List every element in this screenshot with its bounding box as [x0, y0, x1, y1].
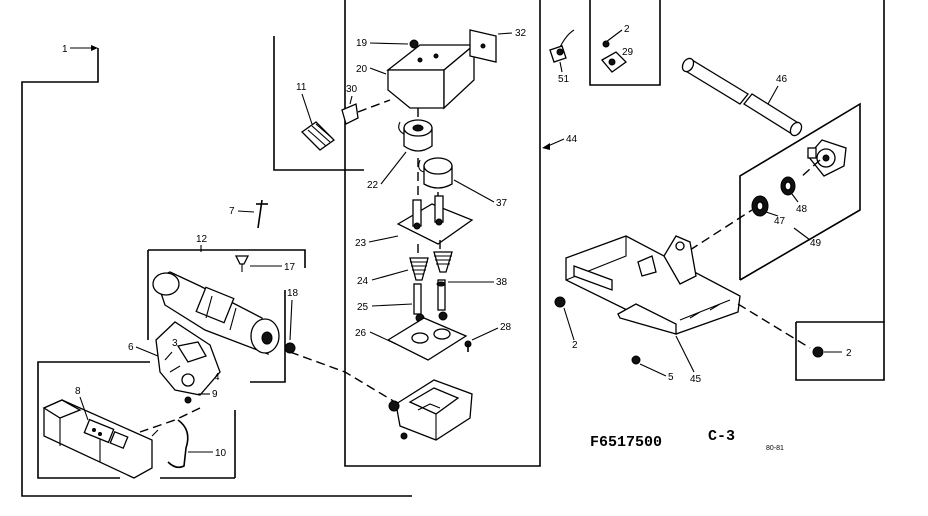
- knob-subassembly-box: [739, 102, 861, 281]
- callout-25: 25: [357, 302, 369, 313]
- callout-44: 44: [566, 134, 578, 145]
- mount-bracket-20[interactable]: [386, 43, 476, 110]
- callout-38: 38: [496, 277, 508, 288]
- callout-47: 47: [774, 216, 786, 227]
- callout-8: 8: [75, 386, 81, 397]
- callout-1: 1: [62, 44, 68, 55]
- housing-base[interactable]: [388, 379, 473, 441]
- callout-51: 51: [558, 74, 570, 85]
- callout-45: 45: [690, 374, 702, 385]
- bracket-assembly[interactable]: [155, 321, 221, 404]
- callout-48: 48: [796, 204, 808, 215]
- callout-7: 7: [229, 206, 235, 217]
- clip-10[interactable]: [151, 419, 189, 469]
- callout-6: 6: [128, 342, 134, 353]
- callout-28: 28: [500, 322, 512, 333]
- motor-cylinder[interactable]: [152, 271, 280, 356]
- callout-9: 9: [212, 389, 218, 400]
- callout-17: 17: [284, 262, 296, 273]
- pin-38[interactable]: [436, 279, 446, 311]
- coil-22[interactable]: [398, 119, 433, 152]
- callout-46: 46: [776, 74, 788, 85]
- screw-19[interactable]: [409, 39, 419, 49]
- callout-10: 10: [215, 448, 227, 459]
- plate-26[interactable]: [386, 317, 468, 361]
- callout-24: 24: [357, 276, 369, 287]
- callout-30: 30: [346, 84, 358, 95]
- screw-2b[interactable]: [554, 296, 566, 308]
- callout-12: 12: [196, 234, 208, 245]
- callout-29: 29: [622, 47, 634, 58]
- callout-19: 19: [356, 38, 368, 49]
- clip-30[interactable]: [341, 103, 359, 125]
- plate-32[interactable]: [469, 29, 497, 63]
- callout-1-group: 1: [62, 44, 98, 55]
- callout-32: 32: [515, 28, 527, 39]
- callout-3: 3: [172, 338, 178, 349]
- pin-7[interactable]: [256, 199, 268, 229]
- callout-20: 20: [356, 64, 368, 75]
- callout-26: 26: [355, 328, 367, 339]
- coil-37[interactable]: [418, 157, 453, 189]
- screw-5[interactable]: [631, 355, 641, 365]
- callout-18: 18: [287, 288, 299, 299]
- frame-45[interactable]: [565, 235, 741, 335]
- washer-18[interactable]: [284, 342, 296, 354]
- small-mark: 80-81: [766, 445, 784, 452]
- switch-block-8[interactable]: [42, 399, 153, 479]
- callout-5: 5: [668, 372, 674, 383]
- tube-46[interactable]: [680, 56, 804, 137]
- frame-lines: [21, 0, 885, 497]
- callout-22: 22: [367, 180, 379, 191]
- terminal-11[interactable]: [300, 121, 336, 151]
- callout-49: 49: [810, 238, 822, 249]
- screw-17[interactable]: [234, 255, 250, 272]
- base-plate-23[interactable]: [396, 195, 474, 245]
- spring-47[interactable]: [751, 195, 769, 217]
- motor-subassembly-box: [147, 249, 306, 383]
- callout-2b: 2: [572, 340, 578, 351]
- drawing-number: F6517500: [590, 434, 662, 451]
- spring-48[interactable]: [780, 176, 796, 196]
- pin-25[interactable]: [413, 283, 422, 315]
- spring-24[interactable]: [409, 251, 453, 281]
- callout-2c: 2: [846, 348, 852, 359]
- screw-28[interactable]: [464, 340, 472, 352]
- part-51[interactable]: [549, 29, 575, 63]
- switch-subassembly-box: [37, 361, 236, 479]
- knob-assembly[interactable]: [807, 139, 847, 177]
- part-29[interactable]: [601, 51, 628, 73]
- callout-37: 37: [496, 198, 508, 209]
- callout-4: 4: [214, 372, 220, 383]
- screw-2c[interactable]: [812, 346, 824, 358]
- callout-23: 23: [355, 238, 367, 249]
- sheet-label: C-3: [708, 428, 735, 445]
- callout-2a: 2: [624, 24, 630, 35]
- callout-11: 11: [296, 82, 307, 93]
